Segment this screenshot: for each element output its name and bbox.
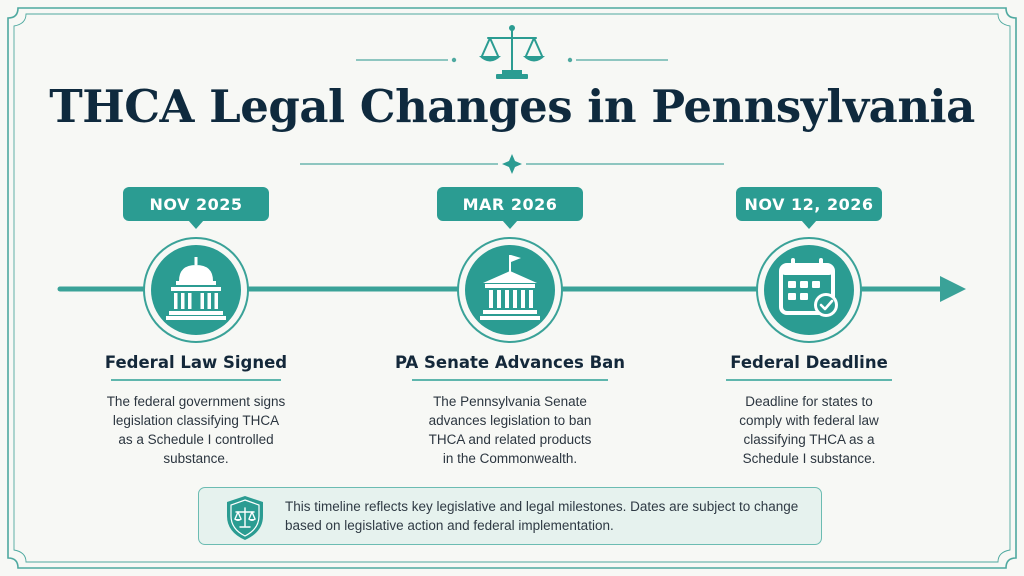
event-title: Federal Deadline	[730, 353, 888, 372]
disclaimer-note: This timeline reflects key legislative a…	[198, 487, 822, 545]
event-underline	[412, 379, 608, 381]
page-title: THCA Legal Changes in Pennsylvania	[49, 80, 975, 133]
scales-of-justice-icon	[479, 25, 545, 79]
title-ornament-top	[356, 57, 668, 63]
state-capitol-flag-icon	[457, 237, 563, 343]
event-description: The federal government signs legislation…	[106, 394, 286, 466]
badge-pointer	[188, 220, 204, 229]
event-date-badge: NOV 12, 2026	[736, 187, 882, 221]
title-divider	[300, 154, 724, 174]
event-description: Deadline for states to comply with feder…	[739, 394, 879, 466]
badge-pointer	[502, 220, 518, 229]
badge-pointer	[801, 220, 817, 229]
event-underline	[111, 379, 281, 381]
event-underline	[726, 379, 892, 381]
event-description: The Pennsylvania Senate advances legisla…	[428, 394, 592, 466]
calendar-check-icon	[756, 237, 862, 343]
event-date-badge: NOV 2025	[123, 187, 269, 221]
disclaimer-text: This timeline reflects key legislative a…	[285, 499, 799, 533]
event-title: Federal Law Signed	[104, 353, 288, 372]
event-title: PA Senate Advances Ban	[394, 353, 626, 372]
shield-scales-icon	[227, 496, 263, 540]
capitol-building-icon	[143, 237, 249, 343]
event-date-badge: MAR 2026	[437, 187, 583, 221]
